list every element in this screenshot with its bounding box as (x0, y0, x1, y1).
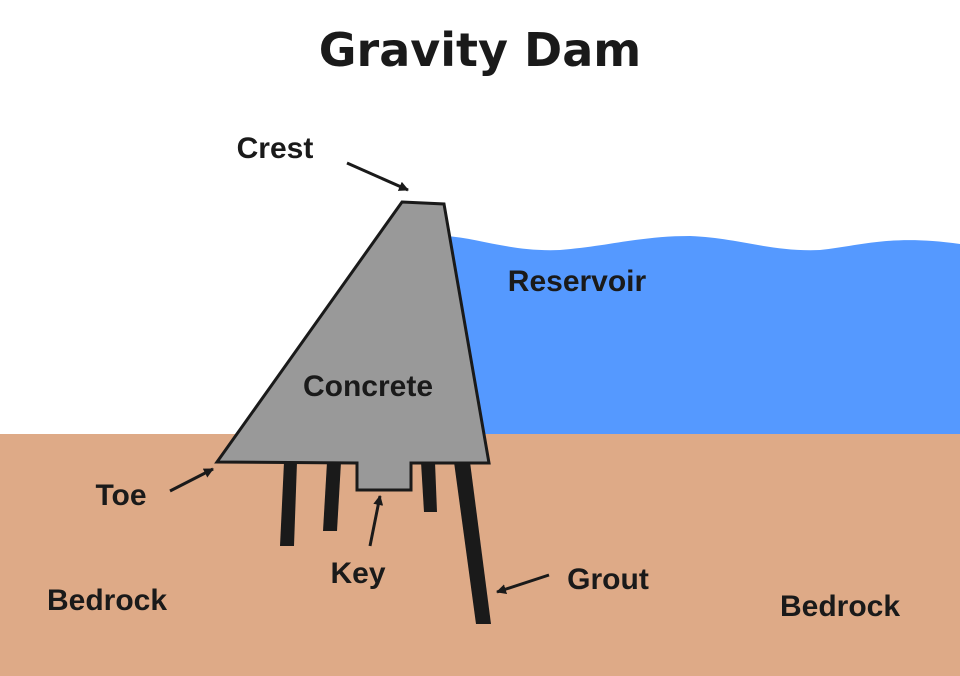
key-label: Key (330, 557, 385, 590)
toe-label: Toe (95, 479, 146, 512)
grout-curtain (280, 462, 491, 624)
page-title: Gravity Dam (319, 23, 641, 77)
grout-pile-3 (421, 462, 437, 512)
reservoir-label: Reservoir (508, 265, 647, 298)
toe-arrow (169, 467, 214, 493)
grout-label: Grout (567, 563, 649, 596)
reservoir-water (445, 236, 960, 434)
crest-label: Crest (237, 132, 314, 165)
grout-pile-2 (323, 462, 341, 531)
bedrock-label-left: Bedrock (47, 584, 167, 617)
crest-arrow (346, 161, 409, 192)
grout-pile-1 (280, 462, 297, 546)
key-arrow (368, 495, 384, 547)
bedrock-label-right: Bedrock (780, 590, 900, 623)
concrete-label: Concrete (303, 370, 433, 403)
grout-pile-main (454, 462, 491, 624)
concrete-dam-body (214, 200, 491, 492)
grout-arrow (496, 573, 550, 594)
